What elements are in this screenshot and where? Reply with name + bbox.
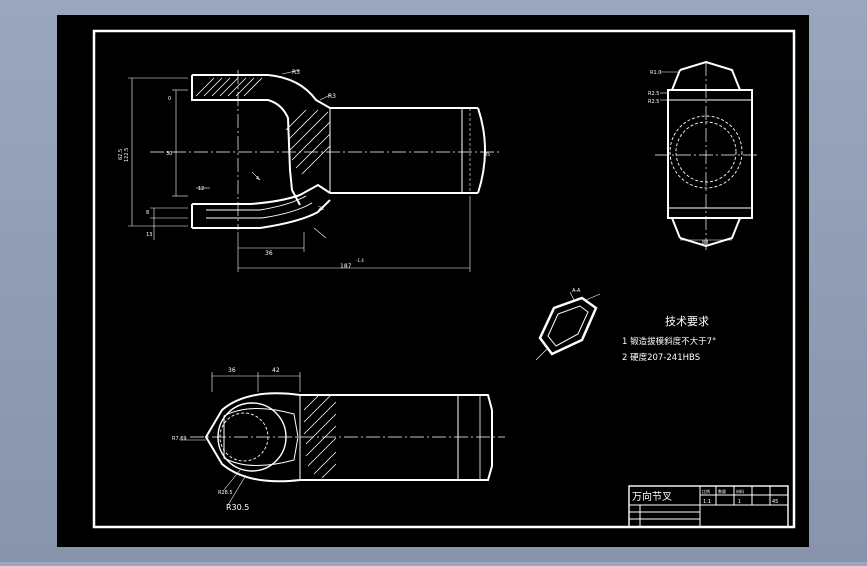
title-block-title: 万向节叉 [632,490,672,503]
dim-vert-a: 62.5 [118,149,124,160]
dim-left-0: 0 [168,96,171,102]
title-block [628,485,789,528]
tech-req-item-1: 1 锻造拔模斜度不大于7° [622,336,716,347]
side-view [655,60,760,250]
title-cell-1: 比例 [702,488,710,494]
drawing-sheet [57,15,809,547]
dim-r-top: R3 [292,69,300,76]
dim-bottom-r-outer: R30.5 [226,503,249,512]
title-cell-2: 数量 [718,488,726,494]
section-view [535,291,601,361]
dim-bottom-r-left: R7.69 [172,436,187,442]
title-block-text: 万向节叉 比例 数量 材料 1:1 1 45 [632,488,778,505]
dim-bottom-42: 42 [272,367,280,374]
technical-requirements: 技术要求 1 锻造拔模斜度不大于7° 2 硬度207-241HBS [622,315,716,363]
dim-187: 187 [340,263,352,270]
dim-side-r-top: R1.0 [650,70,661,76]
dim-side-r-b: R2.5 [648,99,659,105]
dim-r-mid: R3 [328,93,336,100]
title-cell-6: 45 [772,499,778,505]
dim-187-tol: -1.4 [356,258,364,263]
dim-vert-b: 122.5 [124,148,130,162]
dim-left-8: 8 [146,210,149,216]
dim-side-r-a: R2.5 [648,91,659,97]
dim-left-30: 30 [166,151,172,157]
dim-small-4: 4 [256,176,259,182]
dim-side-bottom: 88 [702,240,708,246]
title-cell-4: 1:1 [703,499,711,505]
dim-small-22: 22 [318,206,324,212]
front-view [128,69,500,272]
dim-bottom-36: 36 [228,367,236,374]
dim-left-12: 12 [198,186,204,192]
title-cell-3: 材料 [736,488,744,494]
title-cell-5: 1 [738,499,741,505]
dim-bottom-r-inner: R28.5 [218,490,233,496]
tech-req-item-2: 2 硬度207-241HBS [622,352,700,363]
section-label: A-A [572,288,581,294]
tech-req-title: 技术要求 [665,315,709,328]
bottom-view [180,372,505,506]
dim-36: 36 [265,250,273,257]
front-view-dimensions: R3 R3 36 187 -1.4 62.5 122.5 0 30 12 8 1… [118,69,490,270]
side-view-dimensions: R1.0 R2.5 R2.5 88 [648,70,708,246]
bottom-view-dimensions: 36 42 R7.69 R28.5 R30.5 [172,367,280,512]
drawing-border [92,29,796,529]
dim-right-85: 85 [484,152,490,158]
dim-left-13: 13 [146,232,152,238]
